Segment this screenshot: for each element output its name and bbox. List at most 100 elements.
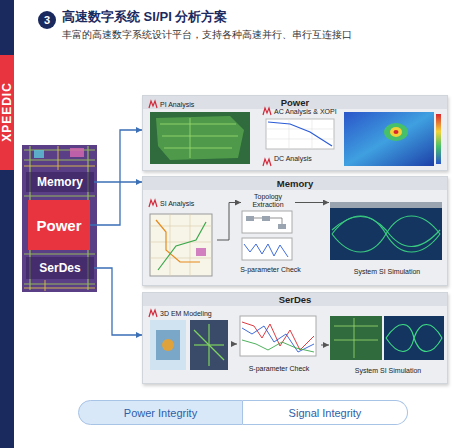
connector-arrow [90, 130, 142, 225]
system-sim-part-part [386, 325, 442, 352]
impedance-plot [266, 119, 334, 149]
em-model-part [150, 320, 186, 370]
node-label: SI Analysis [160, 200, 217, 208]
em-model-part [156, 330, 180, 360]
analysis-step: DC Analysis [263, 153, 343, 169]
impedance-plot-part [268, 122, 332, 146]
analysis-step: System SI Simulation [329, 199, 445, 277]
analysis-step: AC Analysis & XOPI [263, 107, 343, 153]
si-screenshot [150, 214, 212, 276]
pcb-board-part [156, 116, 244, 160]
si-screenshot-part-part [150, 242, 212, 243]
impedance-plot-part-part [266, 129, 334, 130]
chip-image-part-part [24, 253, 95, 254]
dc-heatmap-part [394, 130, 399, 134]
chip-region: SerDes [26, 257, 94, 279]
tool-icon [149, 101, 271, 317]
topology-thumb-part [246, 216, 286, 229]
dc-heatmap [344, 112, 441, 166]
panel-ground-part [142, 292, 448, 306]
analysis-step: S-parameter Check [239, 237, 302, 275]
node-label: PI Analysis [160, 101, 257, 109]
sparam-thumb-part [244, 244, 288, 257]
topology-thumb-part-part [262, 216, 270, 221]
pcb-board-part-part [164, 148, 232, 149]
analysis-step: 3D EM Modeling [149, 309, 233, 379]
panel-ground [142, 95, 448, 384]
chip-image-part-part [24, 159, 95, 160]
sparam-thumb [242, 238, 292, 260]
chip-image-part-part [24, 288, 95, 289]
chip-image [22, 145, 97, 292]
chip-image-part-part [24, 283, 95, 284]
node-label: Signal Integrity [289, 407, 362, 419]
node-label: Memory [143, 177, 447, 190]
si-screenshot-part [150, 214, 212, 276]
tool-icon-part [263, 159, 271, 166]
topology-thumb-part-part [246, 216, 254, 221]
topology-thumb-part [254, 218, 282, 224]
topology-thumb-part-part [254, 218, 262, 219]
sparam-thumb-part [242, 238, 292, 260]
system-sim-part [384, 316, 444, 360]
connector-arrow [295, 202, 329, 203]
si-screenshot-part [196, 248, 206, 256]
connector-arrow [233, 344, 237, 345]
node-label: SerDes [39, 261, 80, 275]
pcb-board-part [160, 118, 238, 158]
pcb-board-part-part [160, 124, 236, 125]
connector-arrow [321, 345, 329, 346]
topology-thumb-part-part [278, 224, 286, 229]
system-sim-part-part [386, 325, 442, 352]
sparam-plot-part [242, 322, 314, 350]
panel: Memory SI Analysis Topology ExtractionS-pa… [142, 176, 448, 286]
system-sim-part-part [334, 326, 378, 327]
pcb-board [150, 112, 250, 164]
impedance-plot-part [266, 119, 334, 149]
topology-thumb-part [242, 211, 292, 233]
dc-heatmap-part [344, 112, 434, 166]
system-sim-part [386, 325, 442, 352]
pcb-board-part [150, 112, 250, 164]
em-model-part-part [208, 324, 209, 366]
si-screenshot-part [150, 214, 212, 276]
node-label: SerDes [143, 293, 447, 306]
chip-image-part [34, 150, 44, 158]
analysis-step: SI Analysis [149, 199, 217, 281]
chip-image-part [22, 145, 97, 292]
eye-diagram [330, 202, 442, 260]
chip-image-part [24, 146, 95, 291]
tool-icon-part [149, 200, 157, 207]
dc-heatmap-part [436, 114, 441, 164]
system-sim-part [334, 318, 378, 358]
panel-ground-part [142, 176, 448, 286]
analysis-step: S-parameter Check [237, 315, 321, 375]
panel-ground-part [142, 292, 448, 384]
sparam-plot [240, 316, 316, 356]
node-label: AC Analysis & XOPI [274, 108, 343, 116]
side-strip-part [0, 0, 14, 448]
impedance-plot-part-part [266, 139, 334, 140]
tool-icon-part [149, 310, 157, 317]
topology-thumb-part-part [282, 218, 283, 224]
node-label: Topology Extraction [242, 193, 294, 209]
si-screenshot-part-part [170, 214, 171, 276]
chip-image-part [24, 146, 95, 290]
chip-region: Memory [26, 172, 94, 192]
analysis-step: System SI Simulation [329, 315, 447, 377]
topology-thumb [242, 211, 292, 233]
panel: PowerPI AnalysisAC Analysis & XOPIDC Ana… [142, 95, 448, 171]
tool-icon-part [263, 108, 271, 115]
system-sim-part-part [334, 340, 378, 341]
node-label: System SI Simulation [355, 367, 422, 375]
eye-diagram-part-part [332, 216, 440, 252]
topology-thumb-part-part [270, 218, 282, 219]
brand-logo: XPEEDIC [0, 82, 14, 142]
step-badge-part [38, 11, 56, 29]
connector-arrow [217, 203, 241, 241]
subtitle: 丰富的高速数字系统设计平台，支持各种高速并行、串行互连接口 [62, 29, 352, 42]
chip-image-part-part [45, 280, 46, 291]
system-sim-part [330, 316, 382, 360]
connector-arrow [94, 181, 142, 182]
